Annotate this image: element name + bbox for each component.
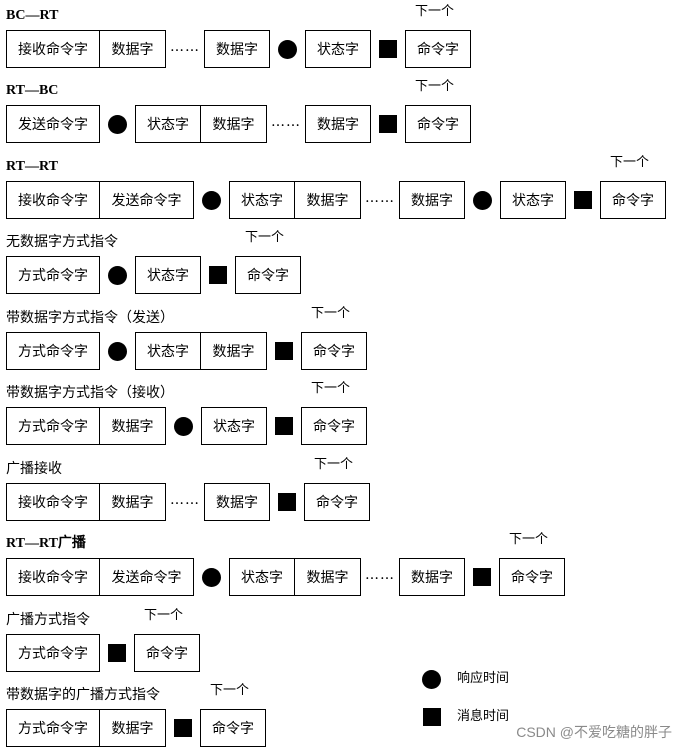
response-time-circle-icon	[108, 266, 127, 285]
next-command-word-box: 命令字	[405, 30, 471, 68]
response-time-circle-icon	[202, 568, 221, 587]
message-time-square-icon	[574, 191, 592, 209]
row-title: 无数据字方式指令	[6, 234, 118, 250]
word-box: 状态字	[135, 256, 201, 294]
row-title: 带数据字方式指令（接收）	[6, 385, 174, 401]
message-time-square-icon	[108, 644, 126, 662]
word-box: 数据字	[305, 105, 371, 143]
word-box: 数据字	[295, 181, 361, 219]
next-command-word-box: 命令字	[499, 558, 565, 596]
word-box: 发送命令字	[6, 105, 100, 143]
ellipsis-dots: ……	[271, 114, 301, 130]
response-time-circle-icon	[278, 40, 297, 59]
message-time-square-icon	[209, 266, 227, 284]
word-box: 接收命令字	[6, 181, 100, 219]
message-time-square-icon	[379, 115, 397, 133]
ellipsis-dots: ……	[365, 190, 395, 206]
response-time-circle-icon	[108, 342, 127, 361]
next-label: 下一个	[311, 381, 351, 396]
row-title: 广播接收	[6, 461, 62, 477]
word-box: 数据字	[201, 105, 267, 143]
next-label: 下一个	[311, 306, 351, 321]
message-time-square-icon	[473, 568, 491, 586]
word-box: 方式命令字	[6, 256, 100, 294]
word-box: 方式命令字	[6, 407, 100, 445]
next-command-word-box: 命令字	[200, 709, 266, 747]
next-command-word-box: 命令字	[405, 105, 471, 143]
next-command-word-box: 命令字	[304, 483, 370, 521]
next-command-word-box: 命令字	[301, 407, 367, 445]
response-time-circle-icon	[473, 191, 492, 210]
next-command-word-box: 命令字	[600, 181, 666, 219]
next-command-word-box: 命令字	[235, 256, 301, 294]
word-box: 状态字	[135, 105, 201, 143]
next-label: 下一个	[415, 4, 455, 19]
word-box: 状态字	[500, 181, 566, 219]
word-box: 数据字	[399, 181, 465, 219]
word-box: 方式命令字	[6, 332, 100, 370]
word-box: 接收命令字	[6, 558, 100, 596]
word-box: 数据字	[100, 709, 166, 747]
response-time-circle-icon	[108, 115, 127, 134]
message-time-square-icon	[275, 342, 293, 360]
word-box: 状态字	[135, 332, 201, 370]
legend-circle-icon	[422, 670, 441, 689]
next-command-word-box: 命令字	[301, 332, 367, 370]
word-box: 数据字	[100, 483, 166, 521]
legend-square-icon	[423, 708, 441, 726]
next-label: 下一个	[509, 532, 549, 547]
word-box: 方式命令字	[6, 709, 100, 747]
next-label: 下一个	[245, 230, 285, 245]
word-box: 数据字	[100, 30, 166, 68]
row-title: 广播方式指令	[6, 612, 90, 628]
response-time-circle-icon	[174, 417, 193, 436]
row-title: BC—RT	[6, 8, 59, 23]
word-box: 数据字	[295, 558, 361, 596]
word-box: 状态字	[305, 30, 371, 68]
word-box: 数据字	[204, 483, 270, 521]
next-label: 下一个	[210, 683, 250, 698]
legend-message-label: 消息时间	[457, 709, 510, 724]
ellipsis-dots: ……	[170, 492, 200, 508]
row-title: 带数据字的广播方式指令	[6, 687, 160, 703]
row-title: RT—RT	[6, 159, 58, 174]
row-title: RT—RT广播	[6, 536, 86, 551]
row-title: RT—BC	[6, 83, 59, 98]
word-box: 状态字	[229, 181, 295, 219]
next-label: 下一个	[314, 457, 354, 472]
word-box: 数据字	[399, 558, 465, 596]
legend-response-label: 响应时间	[457, 671, 510, 686]
message-time-square-icon	[379, 40, 397, 58]
word-box: 状态字	[229, 558, 295, 596]
watermark: CSDN @不爱吃糖的胖子	[516, 724, 672, 740]
ellipsis-dots: ……	[170, 39, 200, 55]
ellipsis-dots: ……	[365, 567, 395, 583]
word-box: 数据字	[204, 30, 270, 68]
message-time-square-icon	[278, 493, 296, 511]
response-time-circle-icon	[202, 191, 221, 210]
word-box: 接收命令字	[6, 30, 100, 68]
word-box: 方式命令字	[6, 634, 100, 672]
message-time-square-icon	[174, 719, 192, 737]
next-command-word-box: 命令字	[134, 634, 200, 672]
word-box: 数据字	[100, 407, 166, 445]
message-time-square-icon	[275, 417, 293, 435]
row-title: 带数据字方式指令（发送）	[6, 310, 174, 326]
word-box: 状态字	[201, 407, 267, 445]
word-box: 接收命令字	[6, 483, 100, 521]
next-label: 下一个	[415, 79, 455, 94]
next-label: 下一个	[144, 608, 184, 623]
word-box: 数据字	[201, 332, 267, 370]
next-label: 下一个	[610, 155, 650, 170]
word-box: 发送命令字	[100, 181, 194, 219]
word-box: 发送命令字	[100, 558, 194, 596]
